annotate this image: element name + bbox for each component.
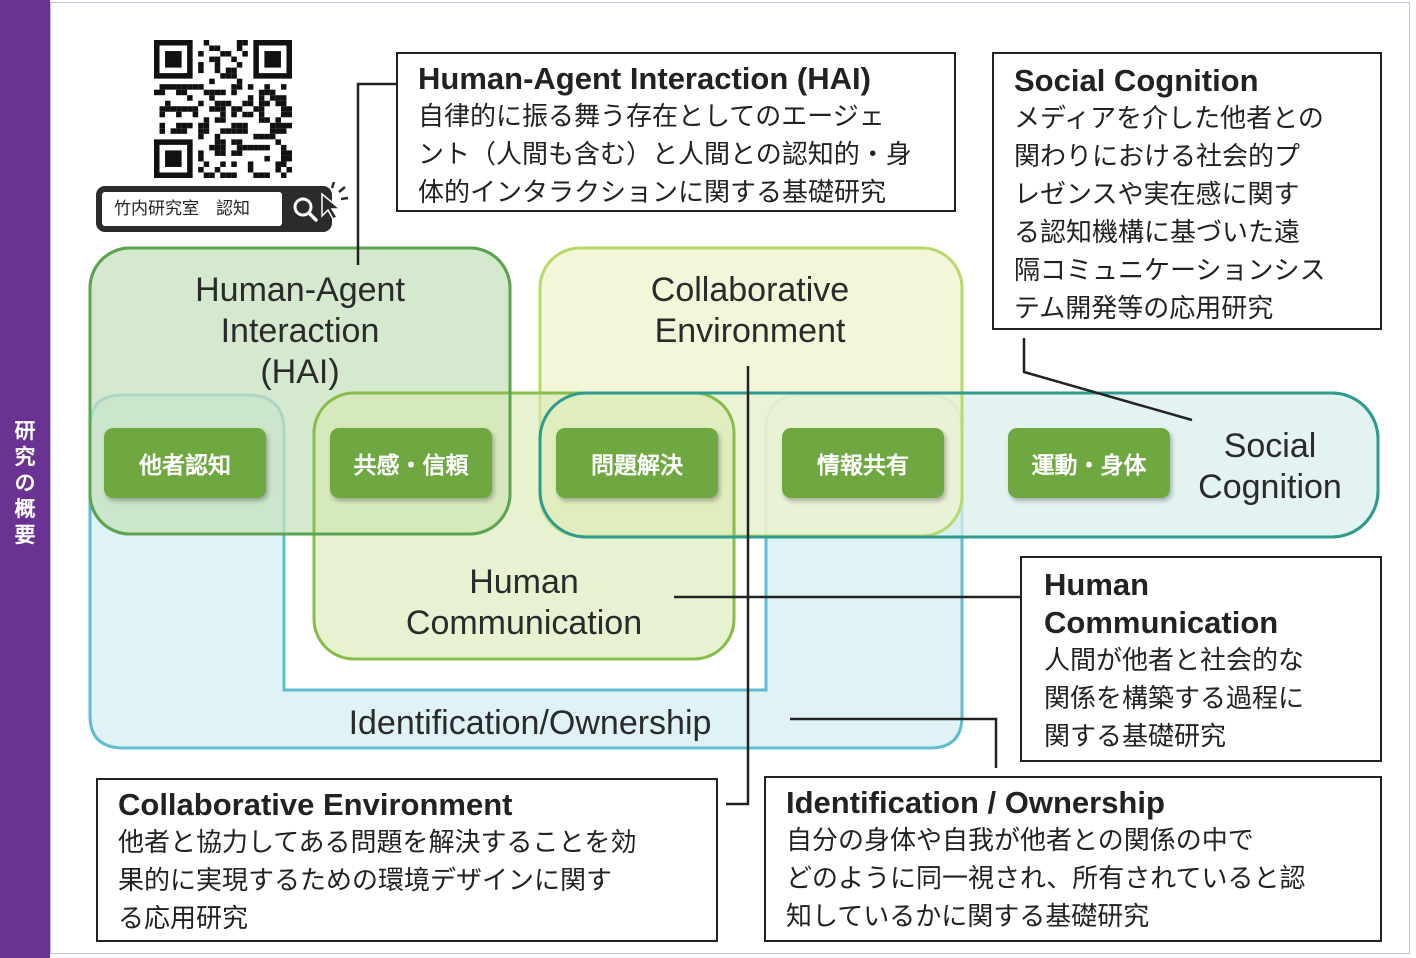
side-tab-label: 研究の概要 bbox=[14, 419, 36, 547]
desc-box-line: ント（人間も含む）と人間との認知的・身 bbox=[418, 140, 912, 170]
topic-pill: 情報共有 bbox=[782, 428, 944, 498]
region-collab-label: Collaborative Environment bbox=[600, 270, 900, 352]
desc-box-line: る認知機構に基づいた遠 bbox=[1014, 218, 1301, 248]
desc-box-social: Social Cognition メディアを介した他者との 関わりにおける社会的… bbox=[992, 52, 1382, 330]
topic-pill: 問題解決 bbox=[556, 428, 718, 498]
region-human-comm-label: Human Communication bbox=[364, 562, 684, 644]
desc-box-line: 関する基礎研究 bbox=[1044, 722, 1227, 752]
desc-box-title: Social Cognition bbox=[1014, 63, 1259, 98]
connector-collab bbox=[726, 366, 750, 806]
desc-box-title: Identification / Ownership bbox=[786, 785, 1165, 820]
desc-box-title: Human bbox=[1044, 567, 1150, 602]
region-hai-label-line: (HAI) bbox=[260, 353, 340, 391]
region-hai-label: Human-Agent Interaction (HAI) bbox=[150, 270, 450, 393]
search-bar[interactable]: 竹内研究室 認知 bbox=[96, 186, 332, 232]
desc-box-line: る応用研究 bbox=[118, 904, 249, 934]
region-human-comm-label-line: Human bbox=[469, 563, 579, 601]
topic-pill: 共感・信頼 bbox=[330, 428, 492, 498]
desc-box-line: レゼンスや実在感に関す bbox=[1014, 180, 1300, 210]
desc-box-line: 果的に実現するための環境デザインに関す bbox=[118, 866, 613, 896]
desc-box-line: 関わりにおける社会的プ bbox=[1014, 142, 1301, 172]
region-identification-label: Identification/Ownership bbox=[348, 704, 712, 742]
region-social-label-line: Cognition bbox=[1198, 468, 1342, 506]
desc-box-line: 隔コミュニケーションシス bbox=[1014, 256, 1326, 286]
desc-box-title: Human-Agent Interaction (HAI) bbox=[418, 61, 871, 96]
desc-box-line: 自分の身体や自我が他者との関係の中で bbox=[786, 826, 1254, 856]
search-input[interactable]: 竹内研究室 認知 bbox=[102, 192, 282, 226]
desc-box-hai: Human-Agent Interaction (HAI) 自律的に振る舞う存在… bbox=[396, 52, 956, 212]
region-social-label-line: Social bbox=[1223, 427, 1317, 465]
region-collab-label-line: Collaborative bbox=[650, 271, 850, 309]
desc-box-line: どのように同一視され、所有されていると認 bbox=[786, 864, 1306, 894]
region-collab-label-line: Environment bbox=[654, 312, 846, 350]
desc-box-line: 自律的に振る舞う存在としてのエージェ bbox=[418, 102, 885, 132]
desc-box-line: 人間が他者と社会的な bbox=[1044, 646, 1305, 676]
desc-box-line: 関係を構築する過程に bbox=[1044, 684, 1305, 714]
desc-box-line: 他者と協力してある問題を解決することを効 bbox=[118, 828, 637, 858]
search-icon[interactable] bbox=[286, 192, 326, 226]
side-tab: 研究の概要 bbox=[0, 0, 50, 958]
desc-box-title: Communication bbox=[1044, 605, 1279, 640]
desc-box-line: 体的インタラクションに関する基礎研究 bbox=[418, 178, 887, 208]
desc-box-title: Collaborative Environment bbox=[118, 787, 513, 822]
region-human-comm-label-line: Communication bbox=[405, 604, 643, 642]
desc-box-line: テム開発等の応用研究 bbox=[1014, 294, 1274, 324]
connector-hai bbox=[356, 82, 398, 265]
qr-code-icon bbox=[154, 40, 292, 178]
desc-box-collab: Collaborative Environment 他者と協力してある問題を解決… bbox=[96, 778, 718, 942]
region-hai-label-line: Interaction bbox=[220, 312, 380, 350]
connector-ident bbox=[790, 717, 998, 768]
desc-box-human-comm: Human Communication 人間が他者と社会的な 関係を構築する過程… bbox=[1020, 556, 1382, 762]
connector-social bbox=[1022, 338, 1193, 422]
region-social-outline bbox=[538, 391, 1380, 539]
desc-box-line: メディアを介した他者との bbox=[1014, 104, 1324, 134]
cursor-click-icon bbox=[321, 182, 349, 220]
desc-box-line: 知しているかに関する基礎研究 bbox=[786, 902, 1150, 932]
region-hai-label-line: Human-Agent bbox=[195, 271, 405, 309]
region-hai-outline bbox=[88, 246, 512, 536]
topic-pill: 運動・身体 bbox=[1008, 428, 1170, 498]
content-frame bbox=[50, 2, 1410, 954]
desc-box-ident: Identification / Ownership 自分の身体や自我が他者との… bbox=[764, 776, 1382, 942]
region-social-label: Social Cognition bbox=[1170, 426, 1370, 508]
topic-pill: 他者認知 bbox=[104, 428, 266, 498]
